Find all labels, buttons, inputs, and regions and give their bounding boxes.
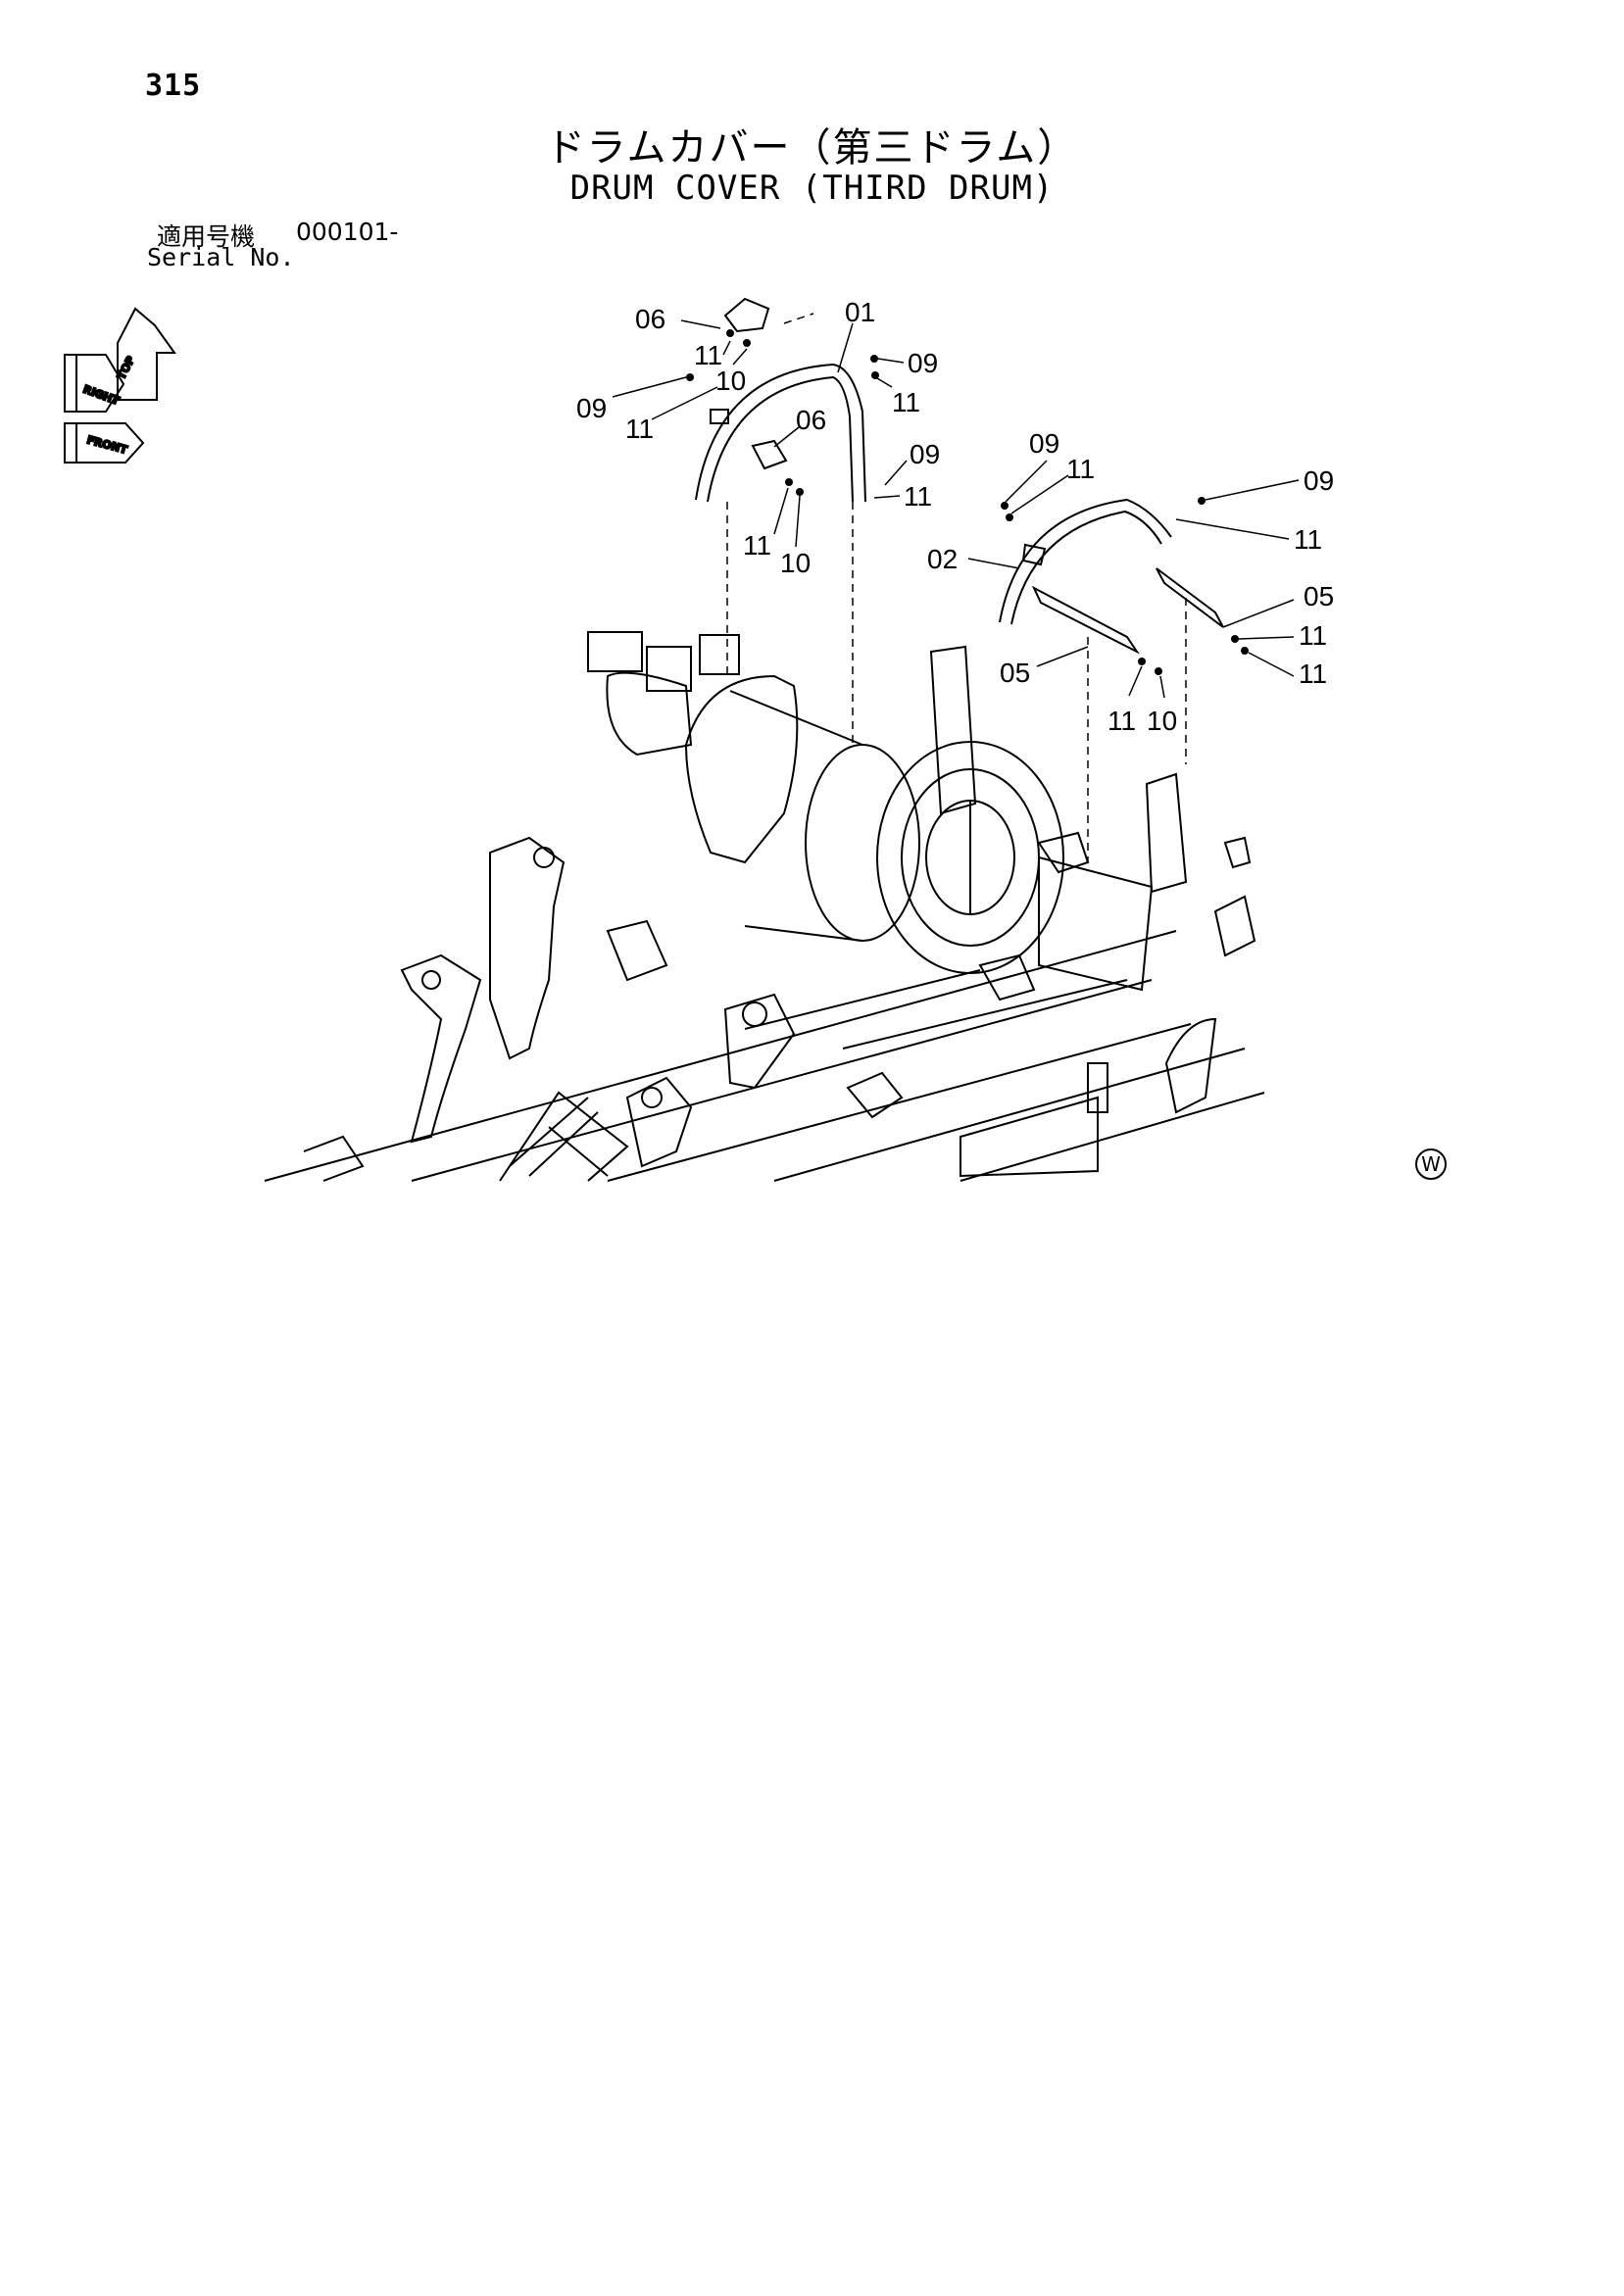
alignment-lines bbox=[726, 313, 1187, 862]
callout: 11 bbox=[1299, 659, 1327, 689]
callout: 10 bbox=[780, 548, 811, 578]
serial-value: 000101- bbox=[296, 218, 399, 246]
callout: 06 bbox=[796, 405, 826, 435]
orientation-arrow-icon: TOP RIGHT FRONT bbox=[64, 307, 176, 464]
page-number: 315 bbox=[145, 69, 202, 103]
drum-cover-02 bbox=[999, 498, 1172, 625]
callout: 01 bbox=[845, 297, 875, 327]
title-japanese: ドラムカバー（第三ドラム） bbox=[545, 125, 1079, 171]
callout: 11 bbox=[625, 414, 654, 444]
leader-lines bbox=[612, 319, 1300, 699]
fastener-markers bbox=[686, 329, 1249, 675]
callout: 09 bbox=[576, 393, 607, 423]
bracket-05 bbox=[1031, 567, 1224, 655]
title-english: DRUM COVER (THIRD DRUM) bbox=[569, 169, 1055, 208]
callout: 11 bbox=[1294, 524, 1322, 555]
callout: 02 bbox=[927, 544, 958, 574]
callout: 11 bbox=[892, 387, 920, 417]
serial-label-english: Serial No. bbox=[147, 243, 295, 271]
drum-cover-01 bbox=[695, 297, 866, 503]
callout: 09 bbox=[910, 439, 940, 469]
circled-w-icon bbox=[1415, 1148, 1447, 1180]
callout: 09 bbox=[1029, 428, 1059, 459]
callout-labels: 06 01 11 10 09 09 11 11 06 09 11 11 10 0… bbox=[576, 297, 1334, 736]
callout: 11 bbox=[1066, 454, 1095, 484]
callout: 11 bbox=[743, 530, 771, 561]
callout: 11 bbox=[904, 481, 932, 512]
callout: 09 bbox=[1304, 465, 1334, 496]
callout: 11 bbox=[1299, 620, 1327, 651]
callout: 11 bbox=[694, 340, 722, 370]
callout: 05 bbox=[1304, 581, 1334, 611]
callout: 06 bbox=[635, 304, 665, 334]
third-drum-assembly bbox=[264, 631, 1265, 1182]
callout: 10 bbox=[1147, 706, 1177, 736]
callout: 11 bbox=[1107, 706, 1136, 736]
callout: 05 bbox=[1000, 658, 1030, 688]
callout: 10 bbox=[715, 366, 746, 396]
orient-front-label: FRONT bbox=[85, 433, 128, 457]
watermark-letter: W bbox=[1421, 1152, 1441, 1176]
orient-right-label: RIGHT bbox=[81, 383, 122, 408]
callout: 09 bbox=[908, 348, 938, 378]
serial-label-japanese: 適用号機 bbox=[157, 222, 256, 251]
